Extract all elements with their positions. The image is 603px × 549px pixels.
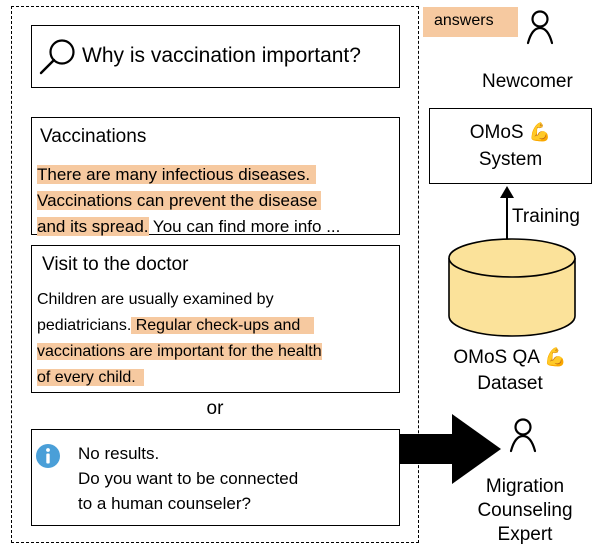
no-results-message: No results. Do you want to be connected … [78, 441, 298, 516]
result-card-vaccinations[interactable]: Vaccinations There are many infectious d… [31, 117, 400, 236]
database-cylinder-icon [448, 238, 576, 337]
snippet-line: Children are usually examined by [37, 291, 274, 308]
search-query: Why is vaccination important? [82, 44, 361, 67]
snippet-line: of every child. [37, 365, 322, 391]
flexed-biceps-icon: 💪 [544, 347, 567, 367]
training-arrow [500, 186, 514, 243]
expert-label: Migration Counseling Expert [460, 475, 590, 547]
answers-badge: answers [423, 7, 518, 37]
handoff-arrow [400, 414, 501, 484]
system-name: OMoS [469, 122, 524, 143]
expert-label-line: Expert [497, 524, 553, 545]
person-icon-newcomer [526, 10, 554, 45]
snippet-line: and its spread. You can find more info .… [37, 217, 341, 236]
person-icon-expert [509, 418, 537, 453]
system-title: OMoS 💪 [430, 122, 591, 144]
search-interface-panel [11, 6, 419, 543]
expert-label-line: Migration [485, 476, 565, 497]
no-results-line: No results. [78, 444, 160, 463]
expert-label-line: Counseling [477, 500, 573, 521]
search-box[interactable]: Why is vaccination important? [31, 25, 400, 88]
snippet-line: Vaccinations can prevent the disease [37, 188, 340, 214]
flexed-biceps-icon: 💪 [528, 122, 552, 142]
training-label: Training [512, 206, 580, 227]
newcomer-label: Newcomer [482, 71, 573, 92]
snippet-line: pediatricians. Regular check-ups and [37, 313, 322, 339]
result-title: Vaccinations [40, 126, 147, 147]
snippet-line: vaccinations are important for the healt… [37, 343, 322, 360]
snippet-line: There are many infectious diseases. [37, 162, 340, 188]
omos-system-box: OMoS 💪 System [429, 108, 592, 184]
dataset-name: OMoS QA [453, 347, 539, 368]
dataset-title: OMoS QA 💪 [430, 347, 590, 369]
search-icon [39, 39, 75, 75]
result-title: Visit to the doctor [42, 254, 189, 275]
result-snippet: There are many infectious diseases. Vacc… [37, 162, 340, 240]
no-results-line: Do you want to be connected [78, 469, 299, 488]
system-subtitle: System [478, 149, 543, 170]
dataset-subtitle: Dataset [477, 373, 543, 394]
result-card-visit-doctor[interactable]: Visit to the doctor Children are usually… [31, 245, 400, 393]
no-results-box[interactable]: No results. Do you want to be connected … [31, 429, 400, 526]
info-icon [36, 444, 60, 468]
or-separator: or [206, 398, 224, 419]
no-results-line: to a human counseler? [78, 494, 251, 513]
result-snippet: Children are usually examined by pediatr… [37, 287, 322, 391]
